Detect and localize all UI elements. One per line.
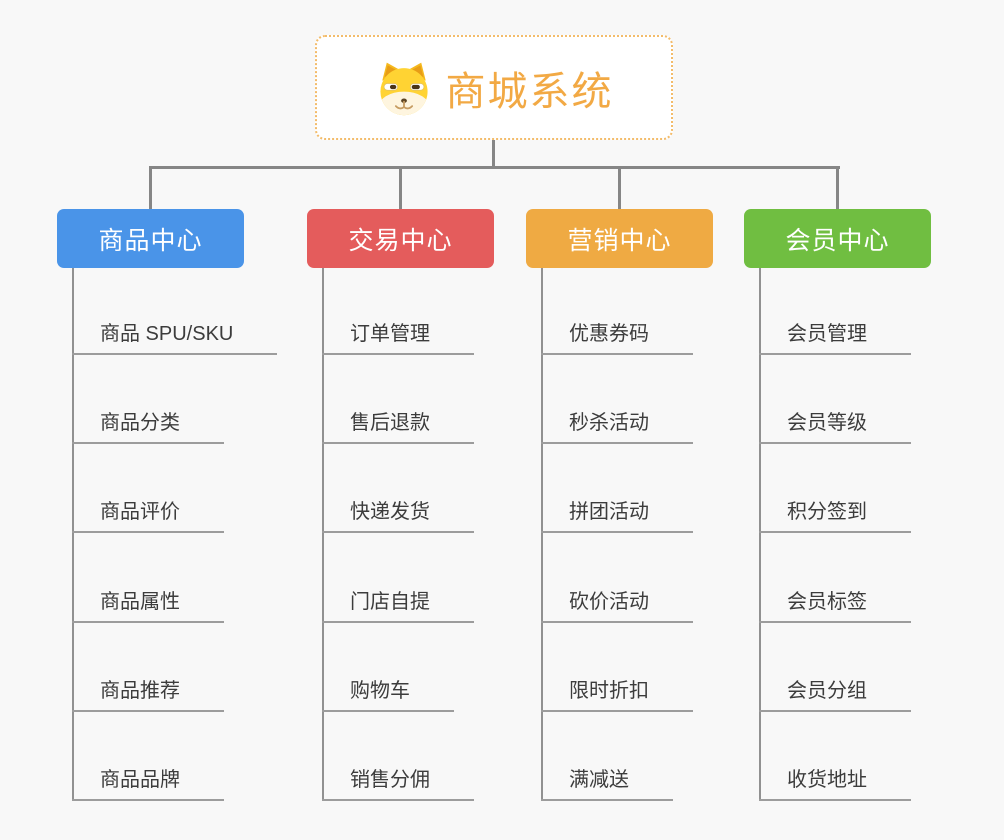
- leaf-node[interactable]: 拼团活动: [541, 497, 693, 533]
- leaf-node[interactable]: 会员等级: [759, 408, 911, 444]
- leaf-label: 限时折扣: [569, 680, 649, 702]
- leaf-node[interactable]: 快递发货: [322, 497, 474, 533]
- branch-header-product[interactable]: 商品中心: [57, 209, 244, 268]
- branch-header-marketing[interactable]: 营销中心: [526, 209, 713, 268]
- leaf-label: 会员标签: [787, 591, 867, 613]
- leaf-label: 售后退款: [350, 412, 430, 434]
- leaf-label: 秒杀活动: [569, 412, 649, 434]
- leaf-label: 商品分类: [100, 412, 180, 434]
- leaf-label: 商品属性: [100, 591, 180, 613]
- leaf-node[interactable]: 购物车: [322, 676, 454, 712]
- branch-trunk-line: [759, 268, 761, 801]
- branch-header-trade[interactable]: 交易中心: [307, 209, 494, 268]
- leaf-node[interactable]: 优惠券码: [541, 319, 693, 355]
- leaf-node[interactable]: 商品推荐: [72, 676, 224, 712]
- leaf-node[interactable]: 销售分佣: [322, 765, 474, 801]
- leaf-label: 满减送: [569, 769, 629, 791]
- leaf-label: 会员等级: [787, 412, 867, 434]
- leaf-label: 砍价活动: [569, 591, 649, 613]
- branch-trunk-line: [541, 268, 543, 801]
- branch-trunk-line: [322, 268, 324, 801]
- leaf-node[interactable]: 限时折扣: [541, 676, 693, 712]
- root-node[interactable]: 商城系统: [315, 35, 673, 140]
- branch-trunk-line: [72, 268, 74, 801]
- connector-drop-marketing: [618, 168, 621, 210]
- branch-label: 商品中心: [98, 226, 203, 255]
- connector-horizontal-bar: [149, 166, 840, 169]
- leaf-node[interactable]: 积分签到: [759, 497, 911, 533]
- branch-trade-center: 交易中心 订单管理 售后退款 快递发货 门店自提 购物车 销售分佣: [307, 209, 547, 809]
- leaf-label: 门店自提: [350, 591, 430, 613]
- branch-product-center: 商品中心 商品 SPU/SKU 商品分类 商品评价 商品属性 商品推荐 商品品牌: [57, 209, 297, 809]
- connector-drop-member: [836, 168, 839, 210]
- connector-drop-product: [149, 168, 152, 210]
- connector-drop-trade: [399, 168, 402, 210]
- branch-label: 交易中心: [348, 226, 453, 255]
- leaf-label: 商品品牌: [100, 769, 180, 791]
- root-title: 商城系统: [445, 69, 614, 114]
- connector-root-stub: [492, 140, 495, 168]
- leaf-node[interactable]: 会员标签: [759, 587, 911, 623]
- leaf-node[interactable]: 会员分组: [759, 676, 911, 712]
- leaf-label: 商品推荐: [100, 680, 180, 702]
- leaf-label: 商品评价: [100, 501, 180, 523]
- doge-icon: [379, 62, 428, 115]
- leaf-node[interactable]: 会员管理: [759, 319, 911, 355]
- leaf-node[interactable]: 商品分类: [72, 408, 224, 444]
- leaf-node[interactable]: 砍价活动: [541, 587, 693, 623]
- branch-label: 营销中心: [567, 226, 672, 255]
- branch-marketing-center: 营销中心 优惠券码 秒杀活动 拼团活动 砍价活动 限时折扣 满减送: [526, 209, 766, 809]
- leaf-node[interactable]: 商品属性: [72, 587, 224, 623]
- leaf-label: 收货地址: [787, 769, 867, 791]
- leaf-label: 购物车: [350, 680, 410, 702]
- leaf-node[interactable]: 商品评价: [72, 497, 224, 533]
- leaf-node[interactable]: 满减送: [541, 765, 673, 801]
- leaf-label: 商品 SPU/SKU: [100, 323, 234, 345]
- leaf-node[interactable]: 门店自提: [322, 587, 474, 623]
- leaf-label: 快递发货: [350, 501, 430, 523]
- leaf-node[interactable]: 商品 SPU/SKU: [72, 319, 278, 355]
- branch-member-center: 会员中心 会员管理 会员等级 积分签到 会员标签 会员分组 收货地址: [744, 209, 984, 809]
- leaf-label: 会员管理: [787, 323, 867, 345]
- leaf-label: 优惠券码: [569, 323, 649, 345]
- leaf-node[interactable]: 秒杀活动: [541, 408, 693, 444]
- branch-header-member[interactable]: 会员中心: [744, 209, 931, 268]
- leaf-label: 会员分组: [787, 680, 867, 702]
- leaf-label: 订单管理: [350, 323, 430, 345]
- leaf-node[interactable]: 订单管理: [322, 319, 474, 355]
- leaf-label: 积分签到: [787, 501, 867, 523]
- leaf-node[interactable]: 售后退款: [322, 408, 474, 444]
- leaf-node[interactable]: 商品品牌: [72, 765, 224, 801]
- leaf-label: 销售分佣: [350, 769, 430, 791]
- leaf-node[interactable]: 收货地址: [759, 765, 911, 801]
- branch-label: 会员中心: [785, 226, 890, 255]
- leaf-label: 拼团活动: [569, 501, 649, 523]
